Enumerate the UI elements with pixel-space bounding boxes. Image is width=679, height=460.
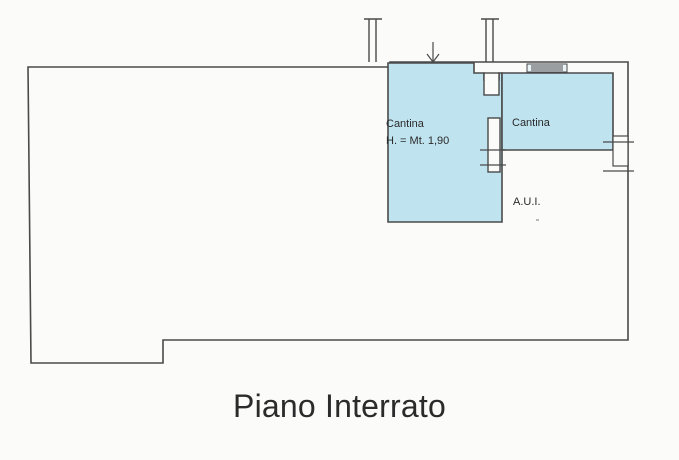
duct-left [364,18,382,62]
entrance-arrow-icon [426,42,440,63]
partition-pillar-mid [487,117,501,173]
east-window [612,135,629,167]
room-label-aui: A.U.I. [513,196,541,208]
duct-right [481,18,499,62]
cellar-room-2 [501,72,614,151]
room-label-cellar-2: Cantina [512,117,551,129]
room-label-cellar-1: Cantina [386,118,425,130]
room-height-note: H. = Mt. 1,90 [386,135,449,147]
partition-pillar-top [483,72,500,96]
floor-title: Piano Interrato [233,388,446,424]
vent-hatch [526,63,568,73]
